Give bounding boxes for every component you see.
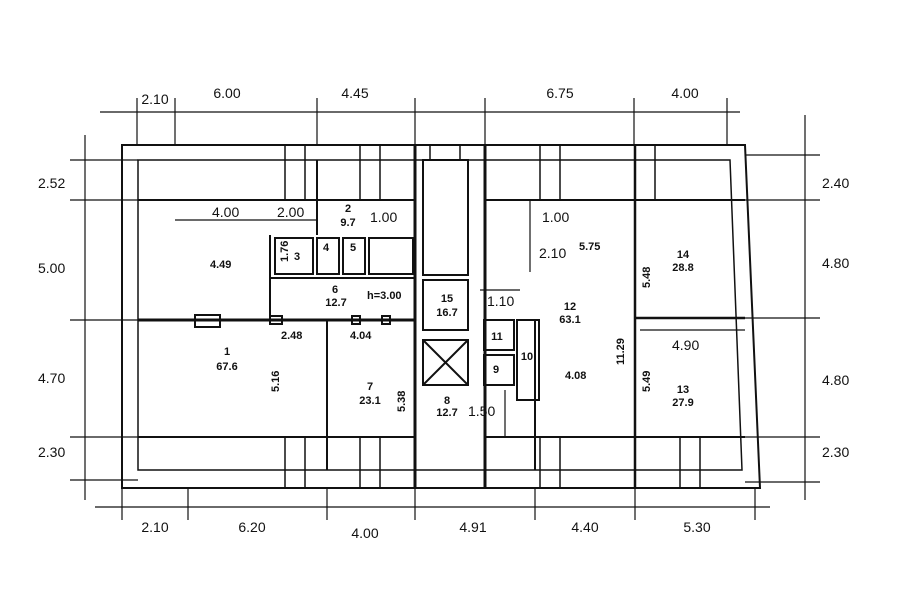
room-number: 14 <box>677 249 690 261</box>
room-area: 23.1 <box>359 395 380 407</box>
inner-dim: 5.75 <box>579 241 600 253</box>
bottom-dim: 4.00 <box>351 525 378 541</box>
room-number: 15 <box>441 293 453 305</box>
inner-dim: 4.49 <box>210 259 231 271</box>
walls <box>121 144 762 489</box>
room-number: 7 <box>367 381 373 393</box>
left-dim: 2.52 <box>38 175 65 191</box>
inner-dim: 4.04 <box>350 330 372 342</box>
room-number: 10 <box>521 351 533 363</box>
top-dim: 6.75 <box>546 85 573 101</box>
room-area: 27.9 <box>672 397 693 409</box>
right-dim: 4.80 <box>822 255 849 271</box>
room-area: 63.1 <box>559 314 580 326</box>
left-dim: 5.00 <box>38 260 65 276</box>
inner-dim: 1.00 <box>542 209 569 225</box>
right-dim: 2.30 <box>822 444 849 460</box>
bottom-dim: 4.40 <box>571 519 598 535</box>
room-area: 16.7 <box>436 307 457 319</box>
room-area: 9.7 <box>340 217 355 229</box>
inner-dim: 1.10 <box>487 293 514 309</box>
inner-dim: 1.76 <box>279 241 291 262</box>
room-area: 12.7 <box>325 297 346 309</box>
inner-dim: 5.16 <box>270 371 282 392</box>
inner-dim: 1.50 <box>468 403 495 419</box>
right-dim: 2.40 <box>822 175 849 191</box>
inner-dim: 1.00 <box>370 209 397 225</box>
room-number: 11 <box>491 331 503 343</box>
ceiling-height: h=3.00 <box>367 290 402 302</box>
bottom-dim: 4.91 <box>459 519 486 535</box>
top-dim: 4.45 <box>341 85 368 101</box>
inner-dim: 11.29 <box>615 338 627 365</box>
inner-dim: 5.38 <box>396 391 408 412</box>
inner-dim: 2.48 <box>281 330 302 342</box>
room-number: 13 <box>677 384 689 396</box>
right-dim: 4.80 <box>822 372 849 388</box>
inner-dim: 4.08 <box>565 370 586 382</box>
room-area: 12.7 <box>436 407 457 419</box>
bottom-dim: 6.20 <box>238 519 265 535</box>
inner-dim: 4.90 <box>672 337 699 353</box>
top-dim: 6.00 <box>213 85 240 101</box>
inner-dim: 4.00 <box>212 204 239 220</box>
bottom-dim: 2.10 <box>141 519 168 535</box>
room-area: 28.8 <box>672 262 693 274</box>
room-number: 6 <box>332 284 338 296</box>
room-number: 8 <box>444 395 450 407</box>
room-number: 1 <box>224 346 230 358</box>
bottom-dim: 5.30 <box>683 519 710 535</box>
inner-dim: 2.10 <box>539 245 566 261</box>
room-number: 2 <box>345 203 351 215</box>
room-number: 9 <box>493 364 499 376</box>
dimension-lines <box>70 98 820 520</box>
inner-dim: 5.48 <box>641 267 653 288</box>
room-number: 5 <box>350 242 356 254</box>
inner-dim: 5.49 <box>641 371 653 392</box>
left-dim: 4.70 <box>38 370 65 386</box>
top-dim: 4.00 <box>671 85 698 101</box>
room-number: 3 <box>294 251 300 263</box>
windows <box>284 144 701 489</box>
room-area: 67.6 <box>216 361 237 373</box>
room-number: 4 <box>323 242 330 254</box>
room-number: 12 <box>564 301 576 313</box>
inner-dim: 2.00 <box>277 204 304 220</box>
top-dim: 2.10 <box>141 91 168 107</box>
room-labels: 1 67.6 2 9.7 3 4 5 6 12.7 7 23.1 8 12.7 … <box>216 203 693 419</box>
left-dim: 2.30 <box>38 444 65 460</box>
